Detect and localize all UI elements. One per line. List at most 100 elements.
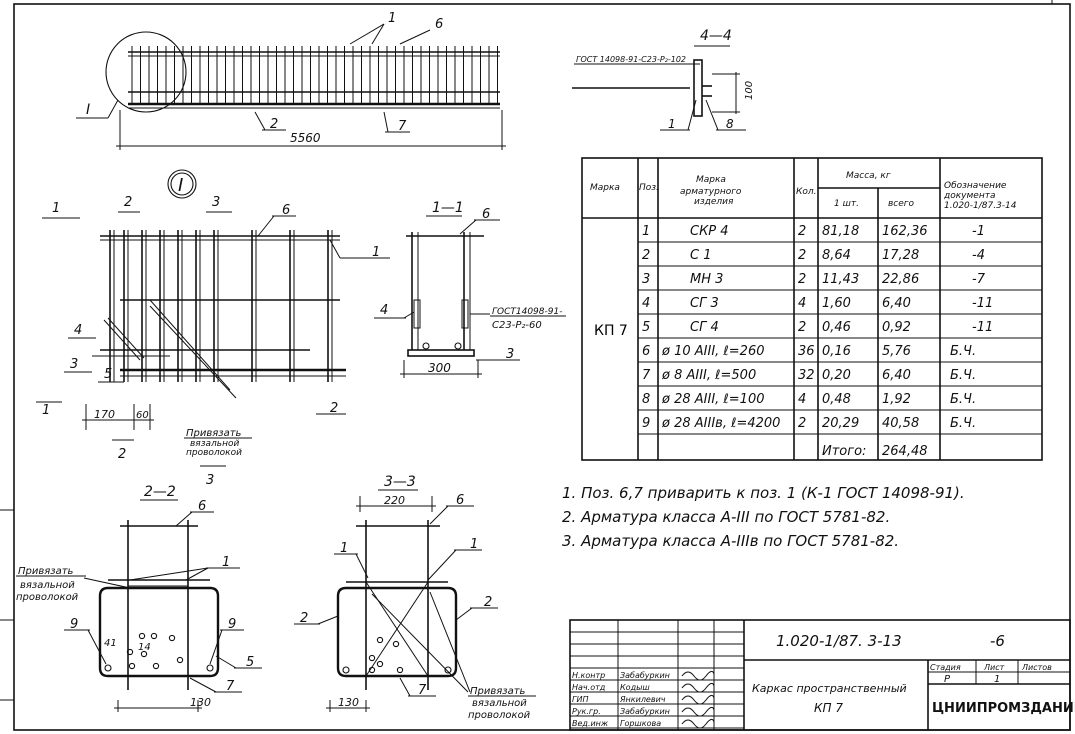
spec-row-mass-total: 5,76 bbox=[882, 344, 911, 359]
hdr-doc-1: Обозначение bbox=[944, 181, 1007, 191]
tb-person: Забабуркин bbox=[620, 707, 670, 716]
spec-row-mass-unit: 11,43 bbox=[822, 272, 859, 287]
section-mark-1: 1 bbox=[52, 201, 60, 216]
tb-sheet: 1 bbox=[994, 674, 1000, 685]
tb-role: Нач.отд bbox=[572, 683, 606, 692]
detail-callout-2: 2 bbox=[330, 401, 338, 416]
section-1-1-gost-l2: С23-Р₂-60 bbox=[492, 320, 542, 331]
section-2-2-callout-9a: 9 bbox=[70, 617, 78, 632]
spec-row-item: ø 28 АIIIв, ℓ=4200 bbox=[661, 416, 780, 431]
detail-I: I 1 2 3 1 2 3 6 1 4 3 5 2 bbox=[36, 169, 390, 488]
tb-stage-label: Стадия bbox=[930, 663, 961, 672]
section-3-3-callout-7: 7 bbox=[418, 683, 427, 698]
hdr-doc-2: документа bbox=[943, 191, 995, 201]
spec-row-doc: -11 bbox=[972, 296, 993, 311]
section-2-2-dim-130: 130 bbox=[190, 696, 211, 709]
callout-7: 7 bbox=[398, 119, 407, 134]
section-mark-2-bottom: 2 bbox=[118, 447, 126, 462]
hdr-mass-total: всего bbox=[888, 199, 915, 209]
detail-callout-4: 4 bbox=[74, 323, 82, 338]
signature-mark bbox=[681, 694, 715, 705]
section-3-3-callout-2b: 2 bbox=[484, 595, 492, 610]
spec-row-mass-unit: 0,16 bbox=[822, 344, 851, 359]
spec-row-mass-total: 22,86 bbox=[882, 272, 919, 287]
hdr-qty: Кол. bbox=[796, 187, 817, 197]
spec-row-mass-total: 40,58 bbox=[882, 416, 919, 431]
detail-callout-1: 1 bbox=[372, 245, 380, 260]
tb-person: Янкилевич bbox=[619, 695, 666, 704]
section-2-2-note-l2: вязальной bbox=[20, 580, 75, 591]
section-3-3-dim-220: 220 bbox=[384, 494, 405, 507]
spec-row-mass-total: 6,40 bbox=[882, 296, 911, 311]
spec-row-mass-total: 17,28 bbox=[882, 248, 919, 263]
signature-mark bbox=[681, 670, 715, 681]
section-2-2-callout-6: 6 bbox=[198, 499, 206, 514]
spec-row-qty: 4 bbox=[798, 296, 806, 311]
section-2-2-callout-1: 1 bbox=[222, 555, 230, 570]
spec-row-mass-unit: 8,64 bbox=[822, 248, 851, 263]
callout-1: 1 bbox=[388, 11, 396, 26]
note-2: 2. Арматура класса А-III по ГОСТ 5781-82… bbox=[562, 508, 890, 526]
signature-mark bbox=[681, 682, 715, 693]
section-3-3: 3—3 220 130 6 1 1 2 2 bbox=[294, 474, 536, 721]
tb-role: Вед.инж bbox=[572, 719, 609, 728]
spec-row-item: СГ 3 bbox=[690, 296, 719, 311]
spec-row-item: СКР 4 bbox=[690, 224, 729, 239]
spec-row-qty: 2 bbox=[798, 248, 806, 263]
notes: 1. Поз. 6,7 приварить к поз. 1 (К-1 ГОСТ… bbox=[562, 484, 965, 550]
section-3-3-note-l2: вязальной bbox=[472, 698, 527, 709]
hdr-item-3: изделия bbox=[694, 197, 734, 207]
spec-row-doc: Б.Ч. bbox=[950, 368, 976, 383]
tb-stage: Р bbox=[944, 674, 951, 685]
spec-row-item: МН 3 bbox=[690, 272, 723, 287]
tb-org: ЦНИИПРОМЗДАНИЙ bbox=[932, 700, 1075, 716]
section-2-2-callout-5: 5 bbox=[246, 655, 254, 670]
hdr-marka: Марка bbox=[590, 183, 620, 193]
spec-row-item: ø 28 АIII, ℓ=100 bbox=[661, 392, 765, 407]
section-mark-2: 2 bbox=[124, 195, 132, 210]
section-3-3-callout-1b: 1 bbox=[470, 537, 478, 552]
section-1-1-dim: 300 bbox=[428, 361, 451, 375]
spec-row-doc: -11 bbox=[972, 320, 993, 335]
total-label: Итого: bbox=[822, 444, 866, 459]
section-1-1-callout-6: 6 bbox=[482, 207, 490, 222]
section-3-3-callout-1a: 1 bbox=[340, 541, 348, 556]
tb-person: Забабуркин bbox=[620, 671, 670, 680]
section-3-3-callout-2a: 2 bbox=[300, 611, 308, 626]
hdr-mass-unit: 1 шт. bbox=[834, 199, 859, 209]
main-elevation-view: 5560 1 6 2 7 I bbox=[76, 11, 506, 150]
spec-row-item: ø 10 АIII, ℓ=260 bbox=[661, 344, 765, 359]
detail-note-l1: Привязать bbox=[186, 428, 242, 439]
spec-row-poz: 8 bbox=[642, 392, 650, 407]
section-3-3-title: 3—3 bbox=[384, 474, 416, 490]
length-dimension: 5560 bbox=[290, 131, 321, 145]
section-3-3-dim-130: 130 bbox=[338, 696, 359, 709]
tb-subtitle: КП 7 bbox=[814, 701, 843, 715]
section-4-4-gost: ГОСТ 14098-91-С23-Р₂-102 bbox=[576, 55, 686, 64]
callout-2: 2 bbox=[270, 117, 278, 132]
note-1: 1. Поз. 6,7 приварить к поз. 1 (К-1 ГОСТ… bbox=[562, 484, 965, 502]
dim-170: 170 bbox=[94, 408, 115, 421]
signature-mark bbox=[681, 706, 715, 717]
tb-title: Каркас пространственный bbox=[752, 682, 907, 695]
hdr-item-2: арматурного bbox=[680, 187, 742, 197]
tb-role: Н.контр bbox=[572, 671, 605, 680]
spec-row-doc: Б.Ч. bbox=[950, 344, 976, 359]
group-mark: КП 7 bbox=[594, 323, 628, 339]
detail-callout-6: 6 bbox=[282, 203, 290, 218]
section-mark-3-bottom: 3 bbox=[206, 473, 214, 488]
section-2-2-dim-41: 41 bbox=[104, 638, 117, 649]
tb-role: Рук.гр. bbox=[572, 707, 601, 716]
spec-row-item: С 1 bbox=[690, 248, 711, 263]
section-3-3-note-l1: Привязать bbox=[470, 686, 526, 697]
spec-row-mass-unit: 20,29 bbox=[822, 416, 859, 431]
spec-row-mass-total: 6,40 bbox=[882, 368, 911, 383]
spec-row-poz: 1 bbox=[642, 224, 650, 239]
spec-row-item: СГ 4 bbox=[690, 320, 719, 335]
detail-I-ref: I bbox=[86, 102, 90, 118]
section-1-1-title: 1—1 bbox=[432, 200, 464, 216]
spec-row-mass-unit: 1,60 bbox=[822, 296, 851, 311]
section-4-4-dim: 100 bbox=[744, 81, 755, 100]
section-4-4: 4—4 ГОСТ 14098-91-С23-Р₂-102 100 1 8 bbox=[572, 28, 755, 131]
